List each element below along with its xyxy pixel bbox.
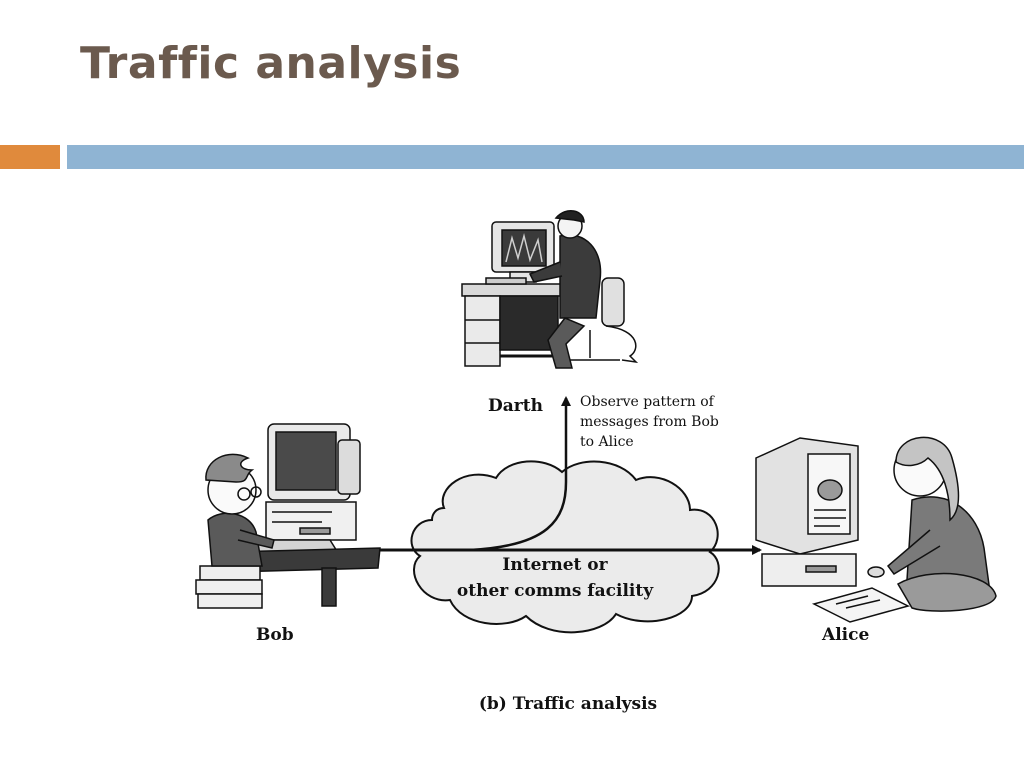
observe-note-line-1: Observe pattern of [580,394,716,410]
cloud-label-line-1: Internet or [502,555,608,575]
accent-bar-blue [67,145,1024,169]
bob-label: Bob [256,625,294,645]
alice-label: Alice [821,625,869,645]
observe-arrow [469,396,571,552]
internet-cloud [410,460,720,634]
darth-label: Darth [488,396,543,416]
observe-note-line-2: messages from Bob [580,414,719,430]
slide-title: Traffic analysis [80,38,462,89]
accent-bar-orange [0,145,60,169]
darth-illustration [461,210,639,369]
bob-illustration [195,423,381,609]
observe-note-line-3: to Alice [580,434,634,450]
alice-illustration [755,436,997,623]
diagram-caption: (b) Traffic analysis [479,694,657,714]
cloud-label-line-2: other comms facility [457,581,654,601]
